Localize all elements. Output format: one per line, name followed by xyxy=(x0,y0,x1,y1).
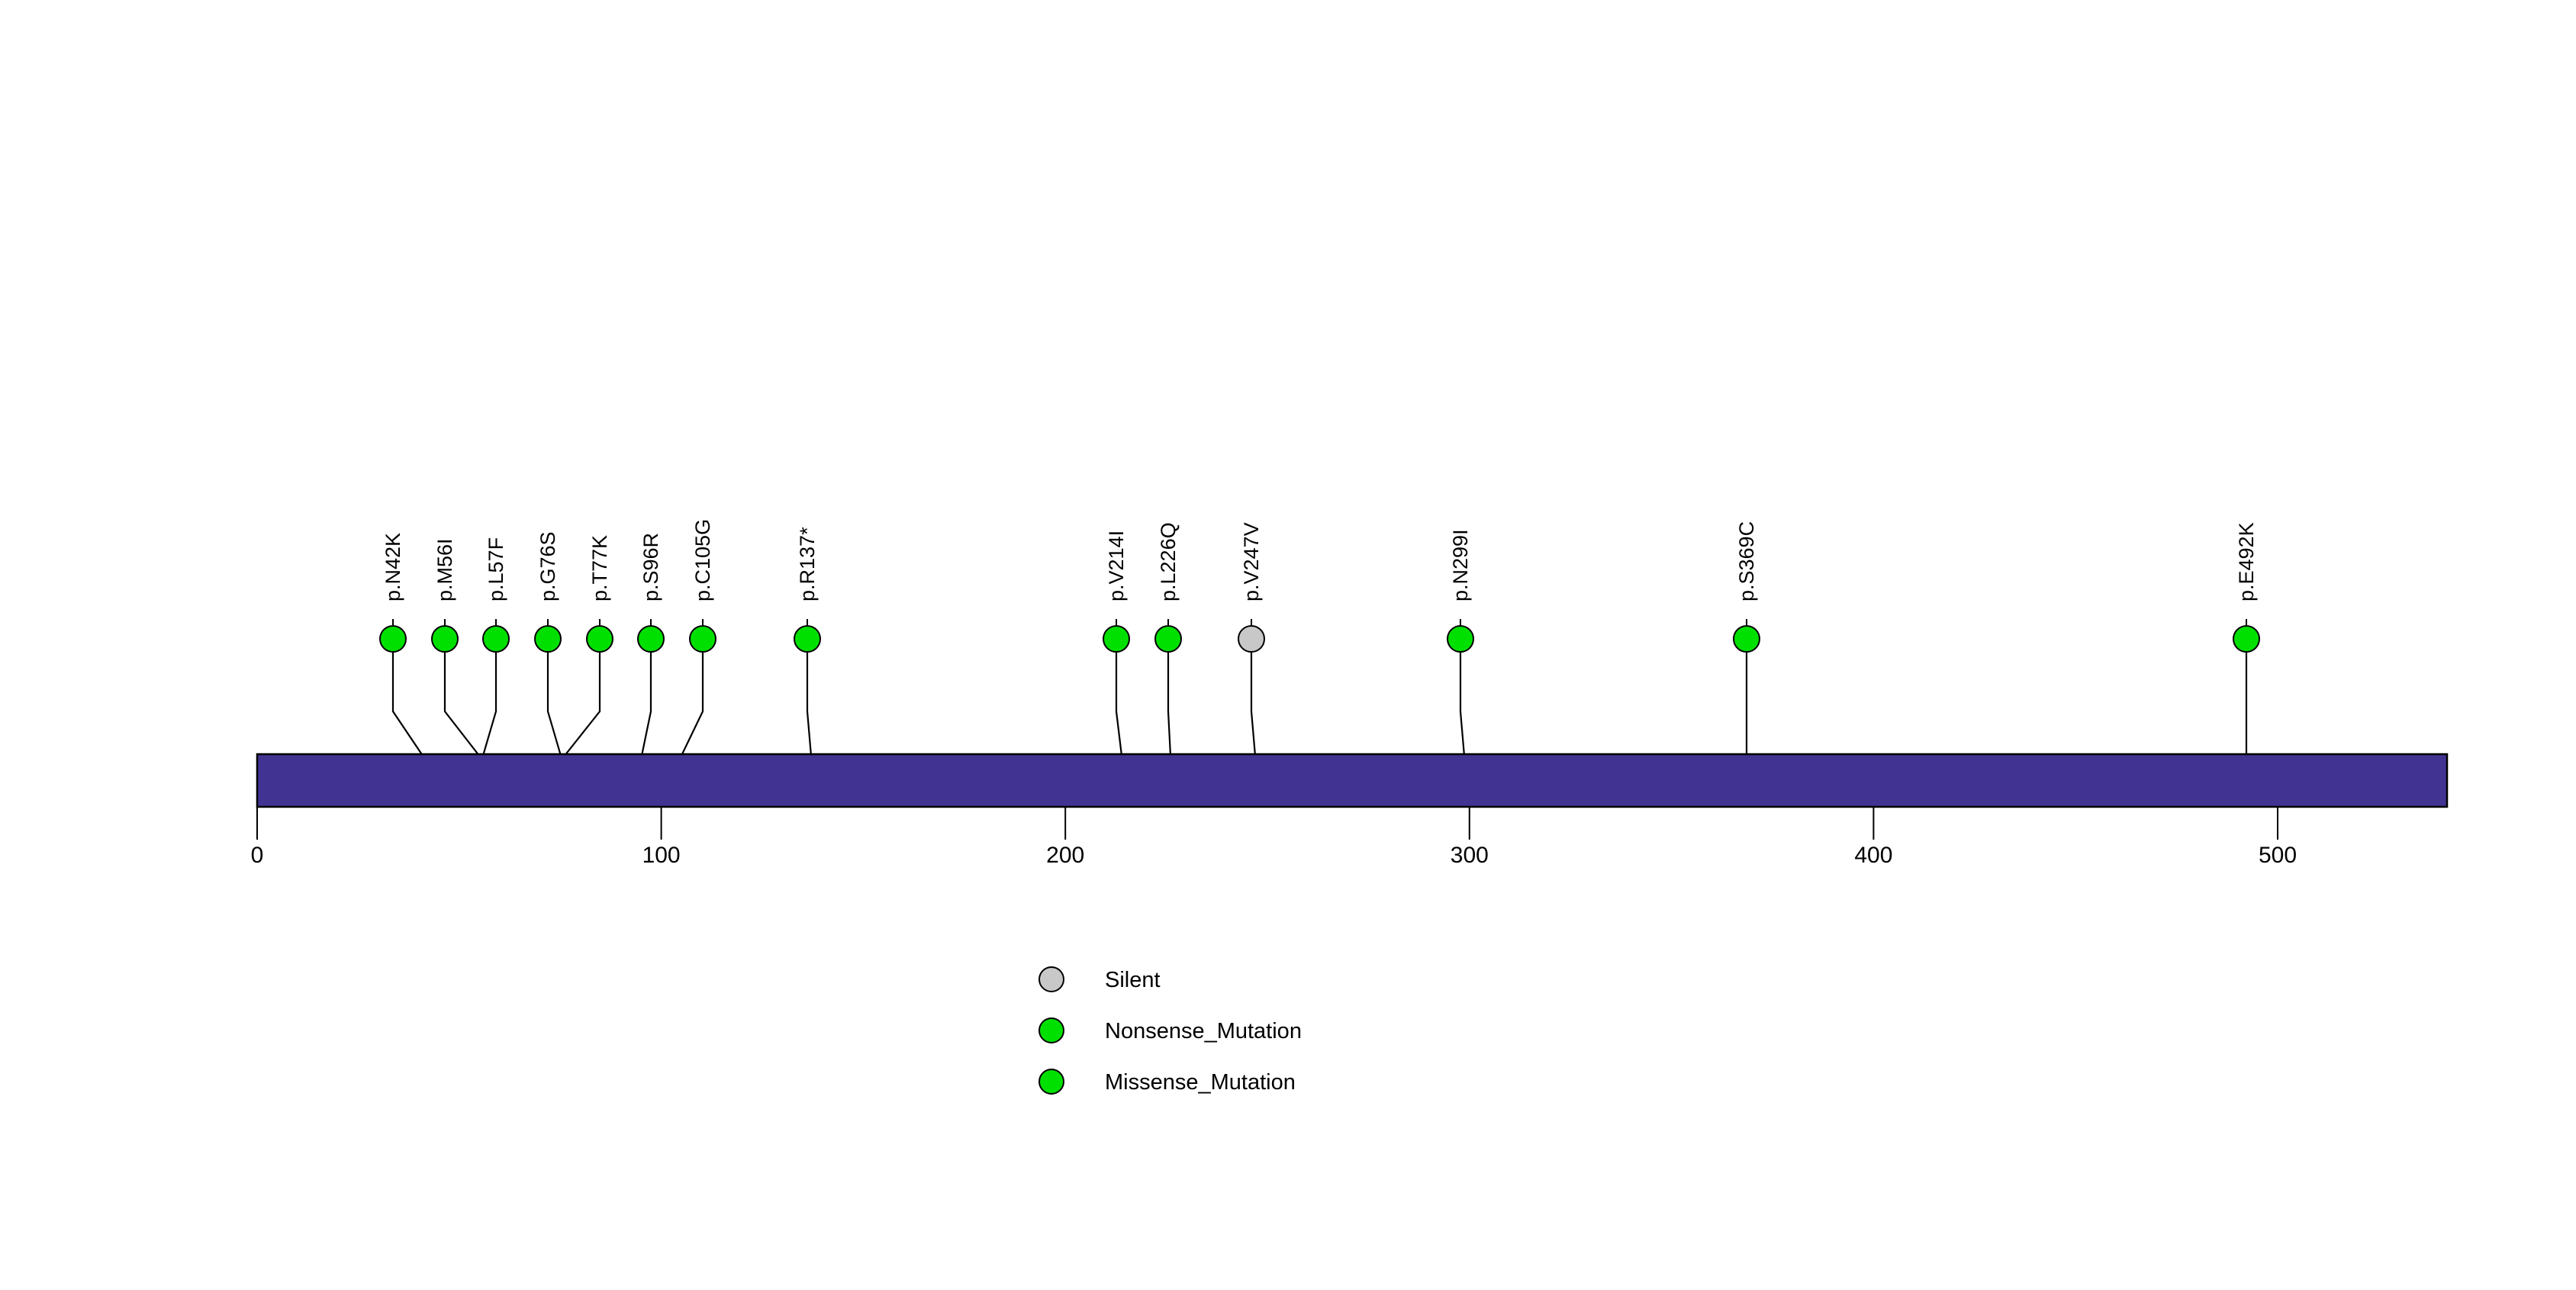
mutation-label-p.L226Q: p.L226Q xyxy=(1157,522,1180,601)
lollipop-head-p.M56I[interactable] xyxy=(431,625,459,653)
x-axis-tick-label-100: 100 xyxy=(642,843,681,868)
legend-label-silent: Silent xyxy=(1105,968,1161,992)
mutation-label-p.M56I: p.M56I xyxy=(433,538,456,601)
x-axis-tick-label-400: 400 xyxy=(1854,843,1892,868)
x-axis-tick-label-200: 200 xyxy=(1046,843,1084,868)
mutation-labels-layer: p.N42K p.M56I p.L57F p.G76S p.T77K p.S96R p.C1… xyxy=(382,519,2258,601)
mutation-label-p.V214I: p.V214I xyxy=(1105,531,1128,601)
lollipop-head-p.S369C[interactable] xyxy=(1733,625,1760,653)
lollipop-head-p.C105G[interactable] xyxy=(689,625,716,653)
x-axis-tick-label-0: 0 xyxy=(251,843,264,868)
mutation-label-p.G76S: p.G76S xyxy=(536,531,559,601)
mutation-label-p.V247V: p.V247V xyxy=(1240,522,1263,601)
legend-dot-silent[interactable] xyxy=(1038,966,1064,992)
legend-dot-missense_mutation[interactable] xyxy=(1038,1069,1064,1095)
mutation-label-p.N299I: p.N299I xyxy=(1449,529,1472,601)
lollipop-head-p.E492K[interactable] xyxy=(2233,625,2260,653)
legend-label-nonsense_mutation: Nonsense_Mutation xyxy=(1105,1019,1302,1043)
lollipop-head-p.L57F[interactable] xyxy=(482,625,510,653)
lollipop-head-p.S96R[interactable] xyxy=(637,625,665,653)
lollipop-head-p.V214I[interactable] xyxy=(1103,625,1130,653)
mutation-label-p.S369C: p.S369C xyxy=(1735,521,1758,601)
mutation-label-p.T77K: p.T77K xyxy=(588,535,611,601)
x-axis-tick-label-500: 500 xyxy=(2259,843,2297,868)
lollipop-head-p.N42K[interactable] xyxy=(379,625,407,653)
legend-label-missense_mutation: Missense_Mutation xyxy=(1105,1070,1296,1095)
lollipop-head-p.L226Q[interactable] xyxy=(1154,625,1182,653)
legend-dot-nonsense_mutation[interactable] xyxy=(1038,1017,1064,1043)
lollipop-heads-layer xyxy=(379,619,2260,653)
x-axis-tick-label-300: 300 xyxy=(1451,843,1489,868)
lollipop-head-p.G76S[interactable] xyxy=(534,625,562,653)
x-axis-layer: 0 100 200 300 400 500 xyxy=(251,807,2297,868)
protein-backbone-bar xyxy=(256,753,2449,808)
mutation-label-p.R137*: p.R137* xyxy=(796,527,819,601)
protein-domain-layer xyxy=(256,753,2449,808)
mutation-label-p.C105G: p.C105G xyxy=(691,519,714,601)
mutation-label-p.E492K: p.E492K xyxy=(2235,522,2258,601)
lollipop-head-p.N299I[interactable] xyxy=(1447,625,1474,653)
mutation-label-p.S96R: p.S96R xyxy=(639,533,662,601)
lollipop-head-p.R137*[interactable] xyxy=(794,625,821,653)
mutation-label-p.N42K: p.N42K xyxy=(382,533,404,601)
mutation-label-p.L57F: p.L57F xyxy=(485,537,507,601)
lollipop-head-p.V247V[interactable] xyxy=(1238,625,1265,653)
lollipop-head-p.T77K[interactable] xyxy=(586,625,613,653)
